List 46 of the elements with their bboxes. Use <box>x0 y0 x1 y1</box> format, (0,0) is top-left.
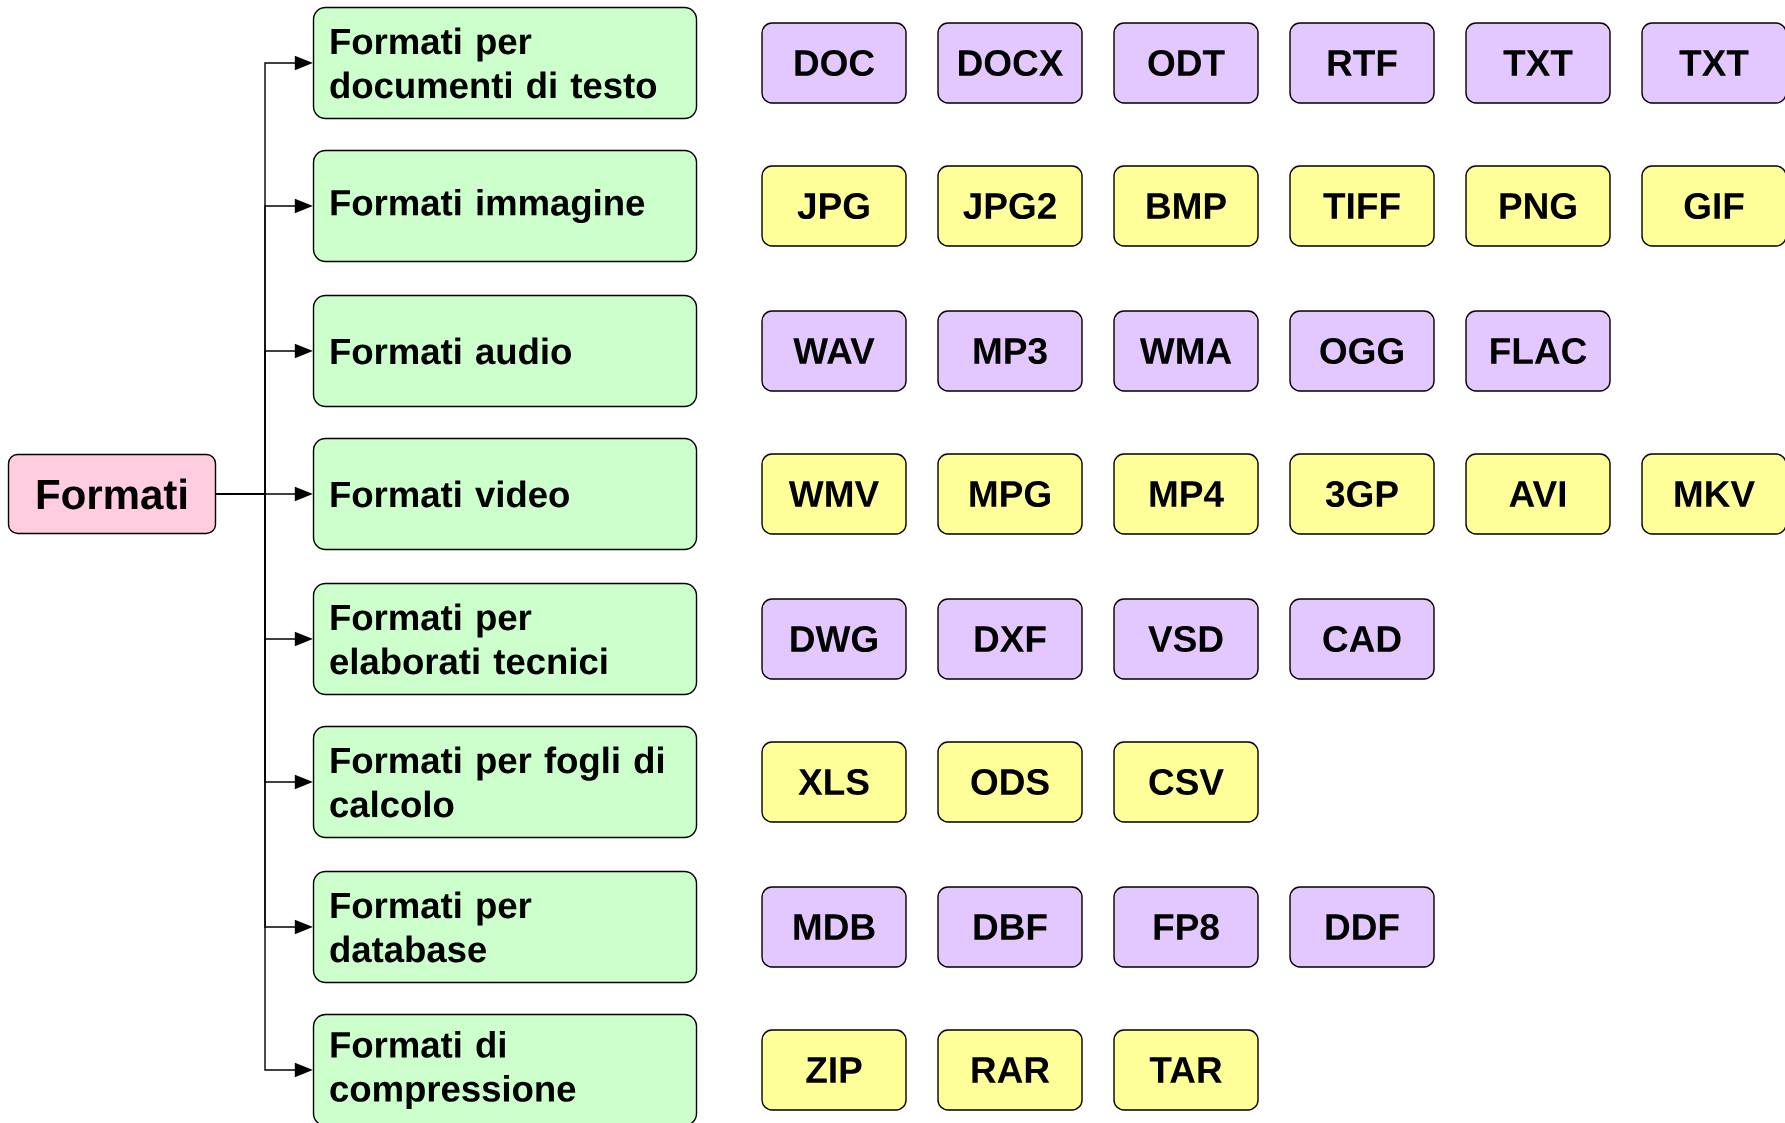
category-box: Formati video <box>312 437 698 551</box>
format-box: FP8 <box>1113 886 1259 968</box>
format-box: TAR <box>1113 1029 1259 1111</box>
format-box: WMV <box>761 453 907 535</box>
format-box: WMA <box>1113 310 1259 392</box>
format-box: JPG <box>761 165 907 247</box>
category-box: Formati per documenti di testo <box>312 6 698 120</box>
format-box: MKV <box>1641 453 1785 535</box>
format-box: PNG <box>1465 165 1611 247</box>
format-box: TXT <box>1465 22 1611 104</box>
format-box: MP4 <box>1113 453 1259 535</box>
format-box: ODT <box>1113 22 1259 104</box>
category-box: Formati di compressione <box>312 1013 698 1123</box>
format-box: CSV <box>1113 741 1259 823</box>
format-box: DOCX <box>937 22 1083 104</box>
format-box: 3GP <box>1289 453 1435 535</box>
root-box: Formati <box>7 453 217 535</box>
format-box: TXT <box>1641 22 1785 104</box>
format-box: ODS <box>937 741 1083 823</box>
category-box: Formati audio <box>312 294 698 408</box>
format-box: MPG <box>937 453 1083 535</box>
format-box: MDB <box>761 886 907 968</box>
format-box: ZIP <box>761 1029 907 1111</box>
format-box: WAV <box>761 310 907 392</box>
format-box: OGG <box>1289 310 1435 392</box>
format-box: FLAC <box>1465 310 1611 392</box>
format-box: RTF <box>1289 22 1435 104</box>
format-box: GIF <box>1641 165 1785 247</box>
format-box: JPG2 <box>937 165 1083 247</box>
format-box: AVI <box>1465 453 1611 535</box>
format-box: XLS <box>761 741 907 823</box>
category-box: Formati per elaborati tecnici <box>312 582 698 696</box>
format-box: DWG <box>761 598 907 680</box>
format-box: MP3 <box>937 310 1083 392</box>
format-box: BMP <box>1113 165 1259 247</box>
category-box: Formati per fogli di calcolo <box>312 725 698 839</box>
format-box: VSD <box>1113 598 1259 680</box>
format-box: DXF <box>937 598 1083 680</box>
format-box: DBF <box>937 886 1083 968</box>
format-box: DOC <box>761 22 907 104</box>
category-box: Formati per database <box>312 870 698 984</box>
format-box: RAR <box>937 1029 1083 1111</box>
format-box: TIFF <box>1289 165 1435 247</box>
format-box: DDF <box>1289 886 1435 968</box>
category-box: Formati immagine <box>312 149 698 263</box>
format-box: CAD <box>1289 598 1435 680</box>
